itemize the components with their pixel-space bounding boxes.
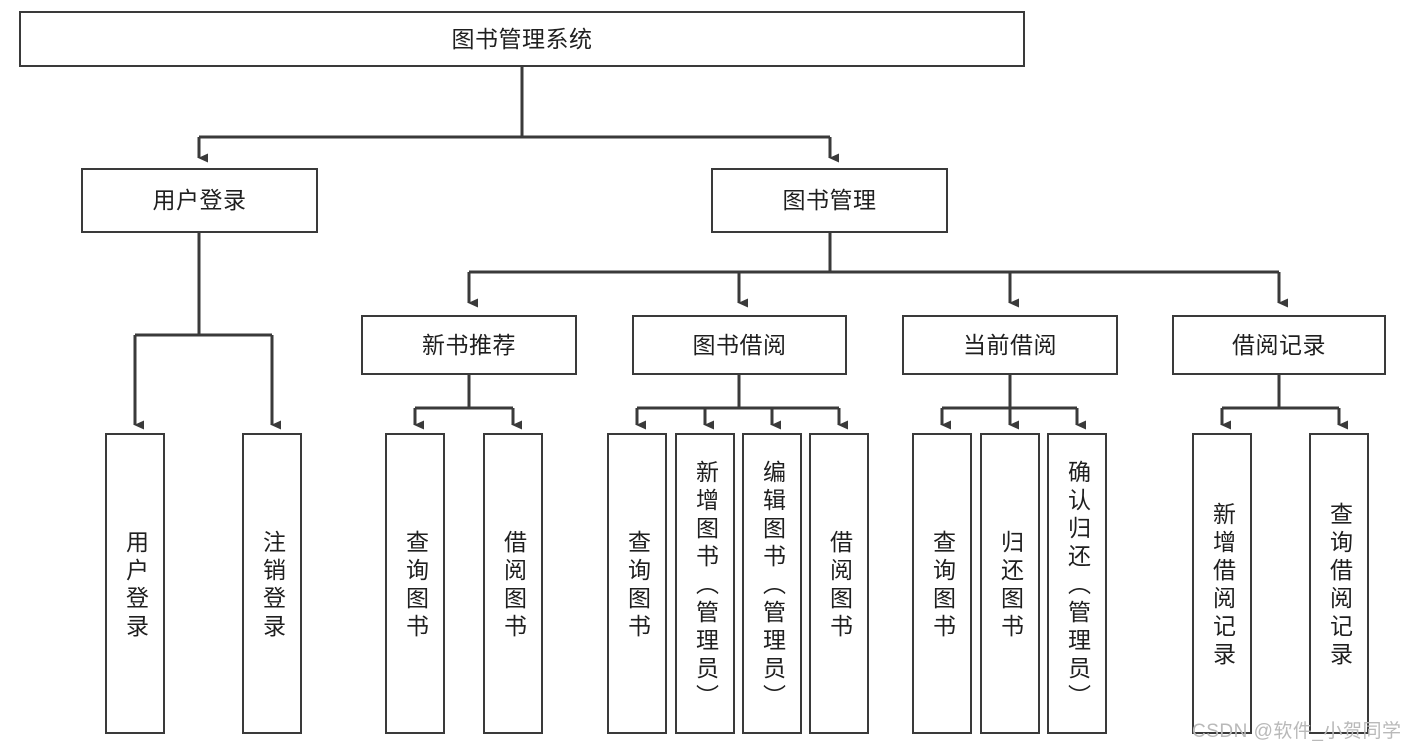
node-label: 用户登录 xyxy=(122,529,149,642)
node-label: 确认归还（管理员） xyxy=(1064,459,1091,712)
node-label: 图书借阅 xyxy=(692,331,787,358)
node-label: 归还图书 xyxy=(997,529,1024,642)
node-label: 编辑图书（管理员） xyxy=(759,459,786,712)
leaf-add-record[interactable]: 新增借阅记录 xyxy=(1192,433,1252,734)
leaf-borrow-book-2[interactable]: 借阅图书 xyxy=(809,433,869,734)
leaf-query-book-3[interactable]: 查询图书 xyxy=(912,433,972,734)
node-label: 当前借阅 xyxy=(963,331,1057,358)
leaf-borrow-book-1[interactable]: 借阅图书 xyxy=(483,433,543,734)
node-label: 查询图书 xyxy=(929,529,956,642)
node-label: 图书管理系统 xyxy=(451,25,593,52)
leaf-logout-login[interactable]: 注销登录 xyxy=(242,433,302,734)
node-label: 注销登录 xyxy=(259,529,286,642)
node-new-book-recommend[interactable]: 新书推荐 xyxy=(361,315,577,375)
node-label: 查询图书 xyxy=(624,529,651,642)
node-current-borrow[interactable]: 当前借阅 xyxy=(902,315,1118,375)
node-label: 用户登录 xyxy=(152,187,247,214)
node-label: 查询图书 xyxy=(402,529,429,642)
leaf-query-book-1[interactable]: 查询图书 xyxy=(385,433,445,734)
node-borrow-record[interactable]: 借阅记录 xyxy=(1172,315,1386,375)
leaf-add-book[interactable]: 新增图书（管理员） xyxy=(675,433,735,734)
node-label: 借阅图书 xyxy=(826,529,853,642)
node-label: 图书管理 xyxy=(782,187,877,214)
node-label: 查询借阅记录 xyxy=(1326,501,1353,670)
node-label: 新增图书（管理员） xyxy=(692,459,719,712)
leaf-return-book[interactable]: 归还图书 xyxy=(980,433,1040,734)
node-label: 新书推荐 xyxy=(422,331,516,358)
leaf-query-book-2[interactable]: 查询图书 xyxy=(607,433,667,734)
node-root-system[interactable]: 图书管理系统 xyxy=(19,11,1025,67)
node-book-management[interactable]: 图书管理 xyxy=(711,168,948,233)
node-label: 借阅图书 xyxy=(500,529,527,642)
node-user-login[interactable]: 用户登录 xyxy=(81,168,318,233)
node-book-borrow[interactable]: 图书借阅 xyxy=(632,315,847,375)
leaf-edit-book[interactable]: 编辑图书（管理员） xyxy=(742,433,802,734)
node-label: 新增借阅记录 xyxy=(1209,501,1236,670)
leaf-confirm-return[interactable]: 确认归还（管理员） xyxy=(1047,433,1107,734)
leaf-user-login[interactable]: 用户登录 xyxy=(105,433,165,734)
leaf-query-record[interactable]: 查询借阅记录 xyxy=(1309,433,1369,734)
node-label: 借阅记录 xyxy=(1232,331,1326,358)
